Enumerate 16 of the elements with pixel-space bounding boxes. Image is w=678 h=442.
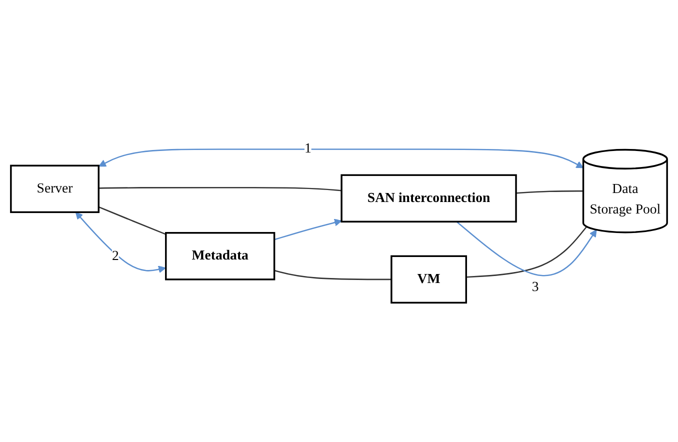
edge-label: 1	[304, 142, 312, 156]
edge-label: 2	[112, 248, 119, 264]
arrow	[75, 212, 166, 274]
node-box: Server	[10, 164, 100, 214]
arrow	[98, 148, 584, 168]
node-box: VM	[390, 255, 467, 304]
edge-label: 3	[532, 280, 539, 295]
node-box: SAN interconnection	[340, 174, 517, 223]
arrow	[456, 221, 597, 276]
node-box: Metadata	[165, 232, 276, 280]
connector	[98, 187, 342, 192]
arrow	[274, 219, 342, 240]
connector	[516, 190, 584, 194]
connector	[98, 206, 166, 236]
connector	[466, 226, 588, 278]
connector	[274, 270, 392, 280]
